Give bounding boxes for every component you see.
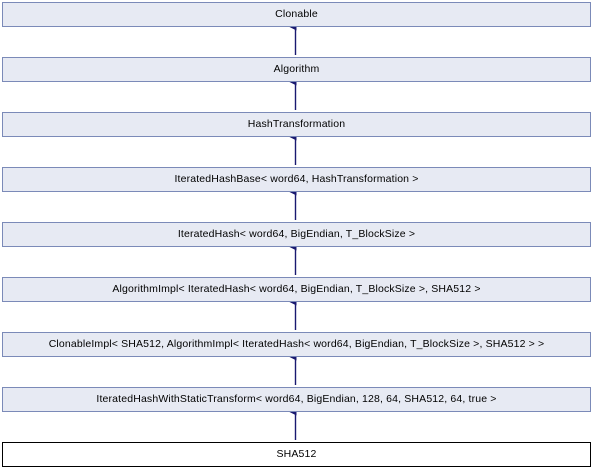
class-node-sha512[interactable]: SHA512 (2, 442, 591, 467)
class-node-label: Algorithm (273, 63, 320, 75)
class-node-clonable-impl[interactable]: ClonableImpl< SHA512, AlgorithmImpl< Ite… (2, 332, 591, 357)
class-node-algorithm[interactable]: Algorithm (2, 57, 591, 82)
class-node-algorithm-impl[interactable]: AlgorithmImpl< IteratedHash< word64, Big… (2, 277, 591, 302)
class-node-clonable[interactable]: Clonable (2, 2, 591, 27)
class-node-label: HashTransformation (247, 118, 346, 130)
class-node-iterated-hash[interactable]: IteratedHash< word64, BigEndian, T_Block… (2, 222, 591, 247)
class-node-label: IteratedHashWithStaticTransform< word64,… (96, 393, 497, 405)
class-node-label: Clonable (275, 8, 318, 20)
class-node-iterated-hash-base[interactable]: IteratedHashBase< word64, HashTransforma… (2, 167, 591, 192)
class-node-label: AlgorithmImpl< IteratedHash< word64, Big… (112, 283, 481, 295)
class-node-label: SHA512 (276, 448, 317, 460)
class-node-iterated-hash-with-static-transform[interactable]: IteratedHashWithStaticTransform< word64,… (2, 387, 591, 412)
class-node-hash-transformation[interactable]: HashTransformation (2, 112, 591, 137)
class-node-label: IteratedHash< word64, BigEndian, T_Block… (177, 228, 416, 240)
class-node-label: ClonableImpl< SHA512, AlgorithmImpl< Ite… (48, 338, 545, 350)
class-node-label: IteratedHashBase< word64, HashTransforma… (174, 173, 419, 185)
